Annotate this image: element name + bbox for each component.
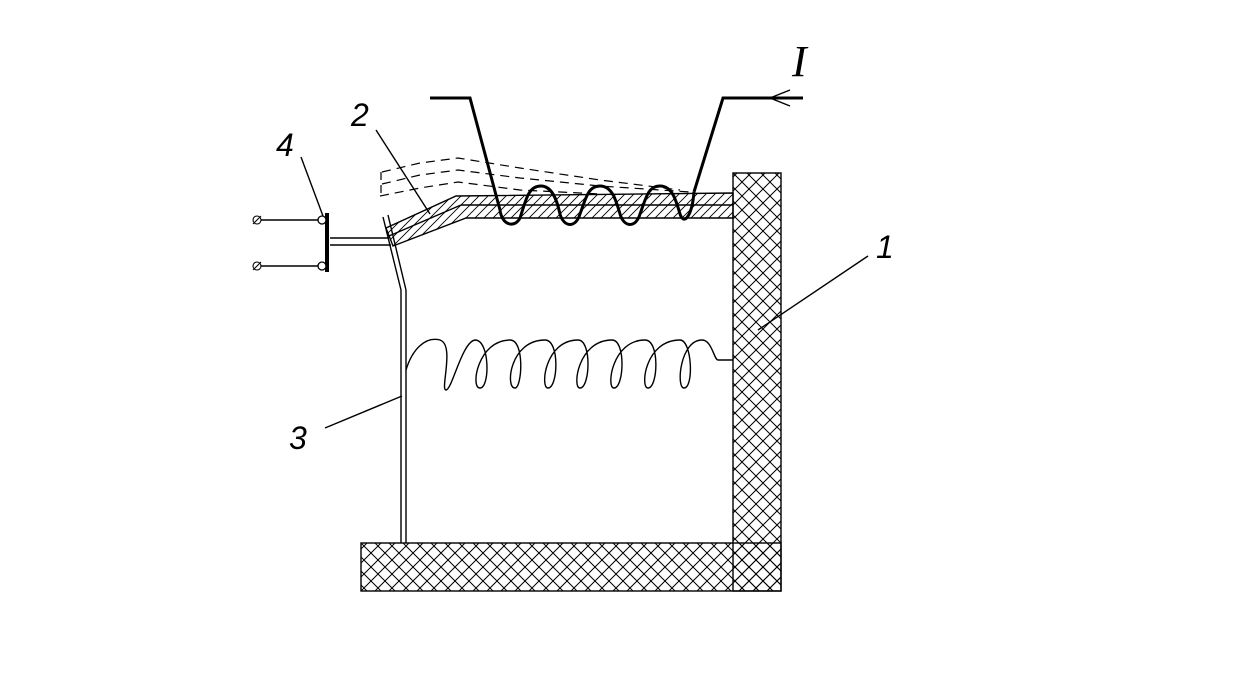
- wire-end-top-slash: [252, 215, 262, 225]
- lever: [382, 214, 407, 543]
- bimetal-strip-body: [385, 192, 734, 247]
- lever-upper: [382, 216, 402, 291]
- label-bimetal: 2: [350, 97, 369, 133]
- leader-line-2: [375, 129, 431, 215]
- wire-end-bottom-slash: [252, 261, 262, 271]
- heater-lead-left: [430, 96, 502, 211]
- contact-assembly: [252, 213, 391, 272]
- deflected-line-2: [381, 169, 691, 193]
- contact-terminal-top: [317, 215, 327, 225]
- bimetal-strip-mid-line-bend: [388, 204, 462, 237]
- frame-vertical-wall: [732, 172, 782, 592]
- bimetal-strip: [385, 192, 734, 247]
- heater-coil: [498, 184, 696, 226]
- label-lever: 3: [289, 420, 307, 456]
- label-contacts: 4: [276, 127, 294, 163]
- lever-upper-2: [387, 214, 407, 291]
- frame-housing: [360, 172, 782, 592]
- heater-lead-right: [692, 96, 803, 193]
- deflected-line-3: [379, 181, 601, 197]
- deflected-line-1: [381, 157, 681, 191]
- leader-line-1: [757, 255, 869, 331]
- current-arrow-head: [768, 89, 791, 107]
- frame-base: [360, 542, 782, 592]
- leader-line-4: [300, 156, 324, 217]
- heater-winding: [430, 89, 803, 226]
- leader-line-3: [324, 395, 403, 429]
- label-frame: 1: [876, 229, 894, 265]
- label-current: I: [791, 37, 809, 86]
- bimetal-deflected-positions: [379, 157, 691, 197]
- contact-terminal-bottom: [317, 261, 327, 271]
- return-spring: [405, 338, 733, 391]
